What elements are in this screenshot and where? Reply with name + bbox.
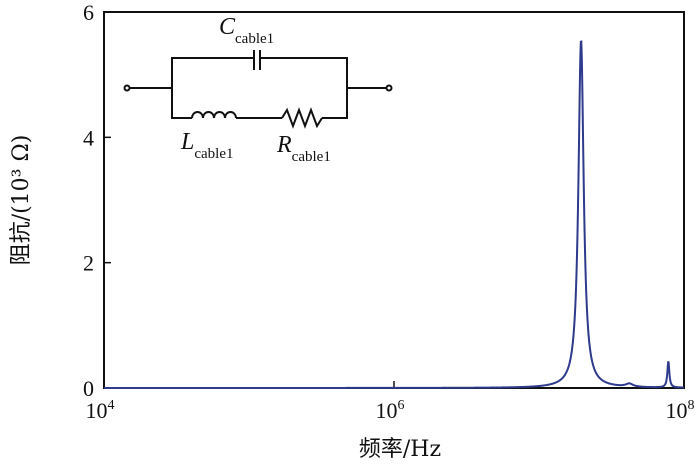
terminal-left xyxy=(123,84,131,92)
inset-circuit xyxy=(123,50,393,129)
axes xyxy=(103,11,685,389)
capacitor-label: Ccable1 xyxy=(219,14,274,47)
x-tick-label: 108 xyxy=(666,398,695,423)
bottom-branch-right xyxy=(322,88,348,119)
x-tick-label: 104 xyxy=(86,398,115,423)
y-tick-label: 6 xyxy=(83,0,94,25)
inductor-coil xyxy=(191,111,237,119)
series-line-impedance xyxy=(104,40,685,389)
resistor-label: Rcable1 xyxy=(276,132,331,165)
y-tick-label: 2 xyxy=(83,251,94,276)
inductor-label: Lcable1 xyxy=(180,129,234,162)
top-branch-right xyxy=(261,57,348,88)
top-branch-left xyxy=(171,57,253,88)
x-tick-label: 106 xyxy=(376,398,405,423)
ticks: 0 2 4 6 104 106 108 xyxy=(83,0,695,423)
plot-frame xyxy=(103,11,685,389)
y-axis-label: 阻抗/(10³ Ω) xyxy=(9,135,34,266)
y-tick-label: 0 xyxy=(83,376,94,401)
x-axis-label: 频率/Hz xyxy=(359,437,441,462)
terminal-right xyxy=(385,84,393,92)
resistor-zigzag xyxy=(281,107,323,129)
bottom-branch-left xyxy=(171,88,192,119)
y-tick-label: 4 xyxy=(83,125,94,150)
